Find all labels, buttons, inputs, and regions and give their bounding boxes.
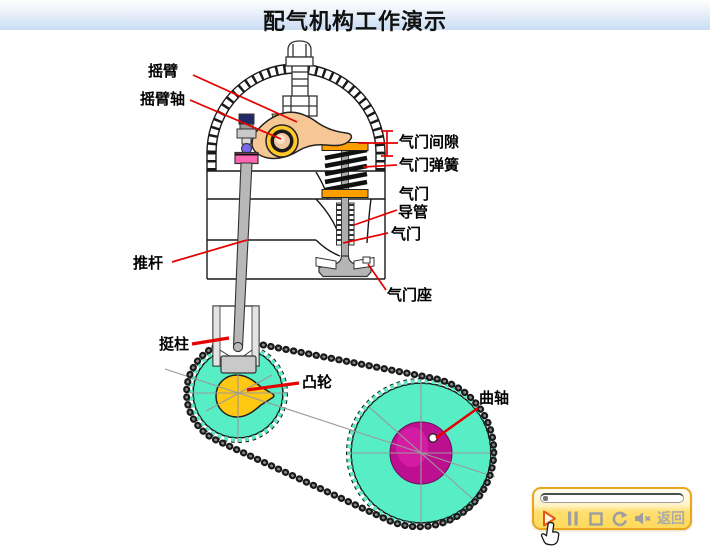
pause-button[interactable] xyxy=(563,509,583,529)
valve-assembly xyxy=(315,142,375,278)
header-band xyxy=(0,0,710,30)
page-title: 配气机构工作演示 xyxy=(262,10,447,35)
crank-pin xyxy=(428,433,438,443)
player-panel: 返回 xyxy=(532,487,692,530)
play-button[interactable] xyxy=(539,509,559,529)
stop-icon xyxy=(589,511,603,526)
engine-block xyxy=(206,63,386,280)
label-valve-clearance: 气门间隙 xyxy=(399,133,460,151)
rocker-arm-group xyxy=(234,111,353,165)
cover-bolt xyxy=(282,40,318,117)
label-tappet: 挺柱 xyxy=(159,335,190,353)
tappet-foot xyxy=(220,355,257,374)
stop-button[interactable] xyxy=(586,509,606,529)
label-valve-guide-1: 气门 xyxy=(399,185,430,203)
replay-button[interactable] xyxy=(610,509,630,529)
pause-icon xyxy=(567,511,578,526)
label-valve-seat: 气门座 xyxy=(387,286,433,304)
timing-drive xyxy=(164,337,498,531)
label-push-rod: 推杆 xyxy=(133,254,164,272)
push-rod-tip xyxy=(232,341,244,353)
cam-lobe xyxy=(215,374,275,418)
label-valve: 气门 xyxy=(391,225,422,243)
play-icon xyxy=(542,510,556,527)
return-button[interactable]: 返回 xyxy=(656,510,685,527)
valve-head xyxy=(318,255,372,278)
label-rocker-arm: 摇臂 xyxy=(148,62,179,80)
player-controls: 返回 xyxy=(536,508,688,529)
replay-icon xyxy=(612,511,628,526)
label-valve-guide-2: 导管 xyxy=(398,203,429,221)
mute-button[interactable] xyxy=(633,509,653,529)
valve-spring xyxy=(324,147,368,193)
label-valve-spring: 气门弹簧 xyxy=(399,156,460,174)
valve-guide xyxy=(336,202,355,246)
spring-seat-bottom xyxy=(321,189,369,198)
mute-icon xyxy=(635,512,651,525)
seek-handle[interactable] xyxy=(543,496,548,501)
seek-bar[interactable] xyxy=(540,493,684,503)
hand-cursor xyxy=(540,522,560,546)
adjuster-screw xyxy=(234,113,259,165)
valve-seat xyxy=(315,256,375,270)
rocker-shaft xyxy=(265,124,299,158)
tappet-group xyxy=(212,162,260,374)
label-crankshaft: 曲轴 xyxy=(479,389,510,407)
timing-chain xyxy=(183,337,498,531)
leader-lines xyxy=(171,74,479,440)
label-rocker-shaft: 摇臂轴 xyxy=(140,90,186,108)
dome-hatch xyxy=(207,64,385,154)
label-cam: 凸轮 xyxy=(302,373,333,391)
